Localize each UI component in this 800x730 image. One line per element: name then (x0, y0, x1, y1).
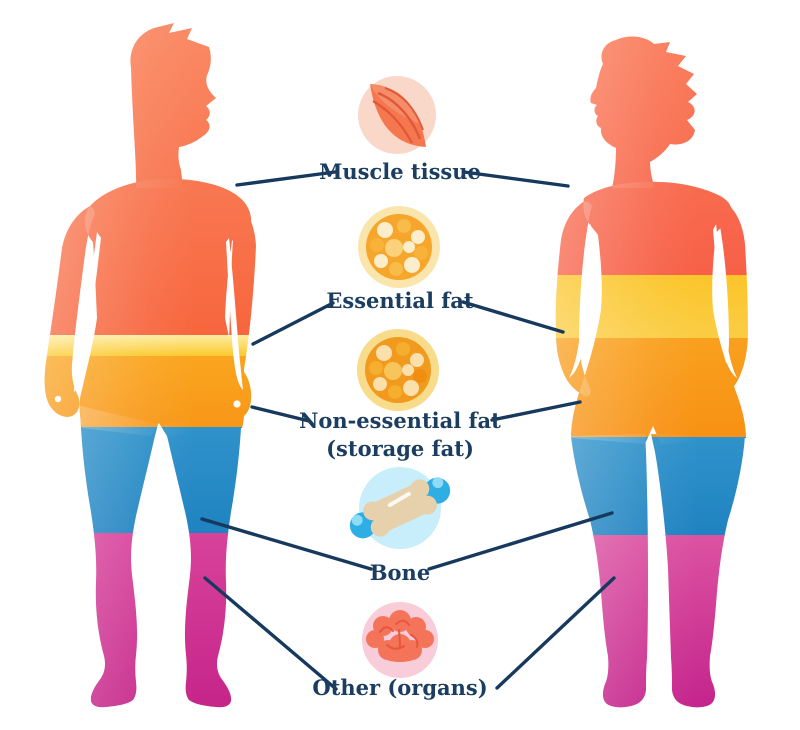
nonessential-line-right (490, 400, 582, 422)
label-other-organs: Other (organs) (312, 675, 488, 700)
label-essential-fat: Essential fat (326, 288, 474, 313)
male-figure (44, 23, 257, 708)
muscle-icon (358, 76, 436, 154)
other-line-right (495, 576, 616, 690)
connector-lines (200, 170, 616, 691)
other-line-left (203, 576, 338, 691)
fat-cells-icon (358, 206, 440, 288)
label-muscle-tissue: Muscle tissue (319, 159, 481, 184)
label-bone: Bone (369, 560, 431, 585)
bone-icon (349, 467, 451, 549)
fat-cells-icon (357, 329, 439, 411)
label-storage-fat: (storage fat) (326, 436, 474, 461)
label-non-essential-fat: Non-essential fat (299, 408, 501, 433)
bone-line-right (427, 511, 614, 571)
nonessential-line-left (250, 405, 311, 423)
bone-line-left (200, 517, 373, 571)
muscle-line-right (462, 170, 570, 188)
brain-icon (362, 602, 438, 678)
muscle-line-left (235, 170, 337, 187)
female-figure (555, 36, 748, 708)
essential-line-right (461, 300, 565, 334)
essential-line-left (251, 301, 335, 346)
